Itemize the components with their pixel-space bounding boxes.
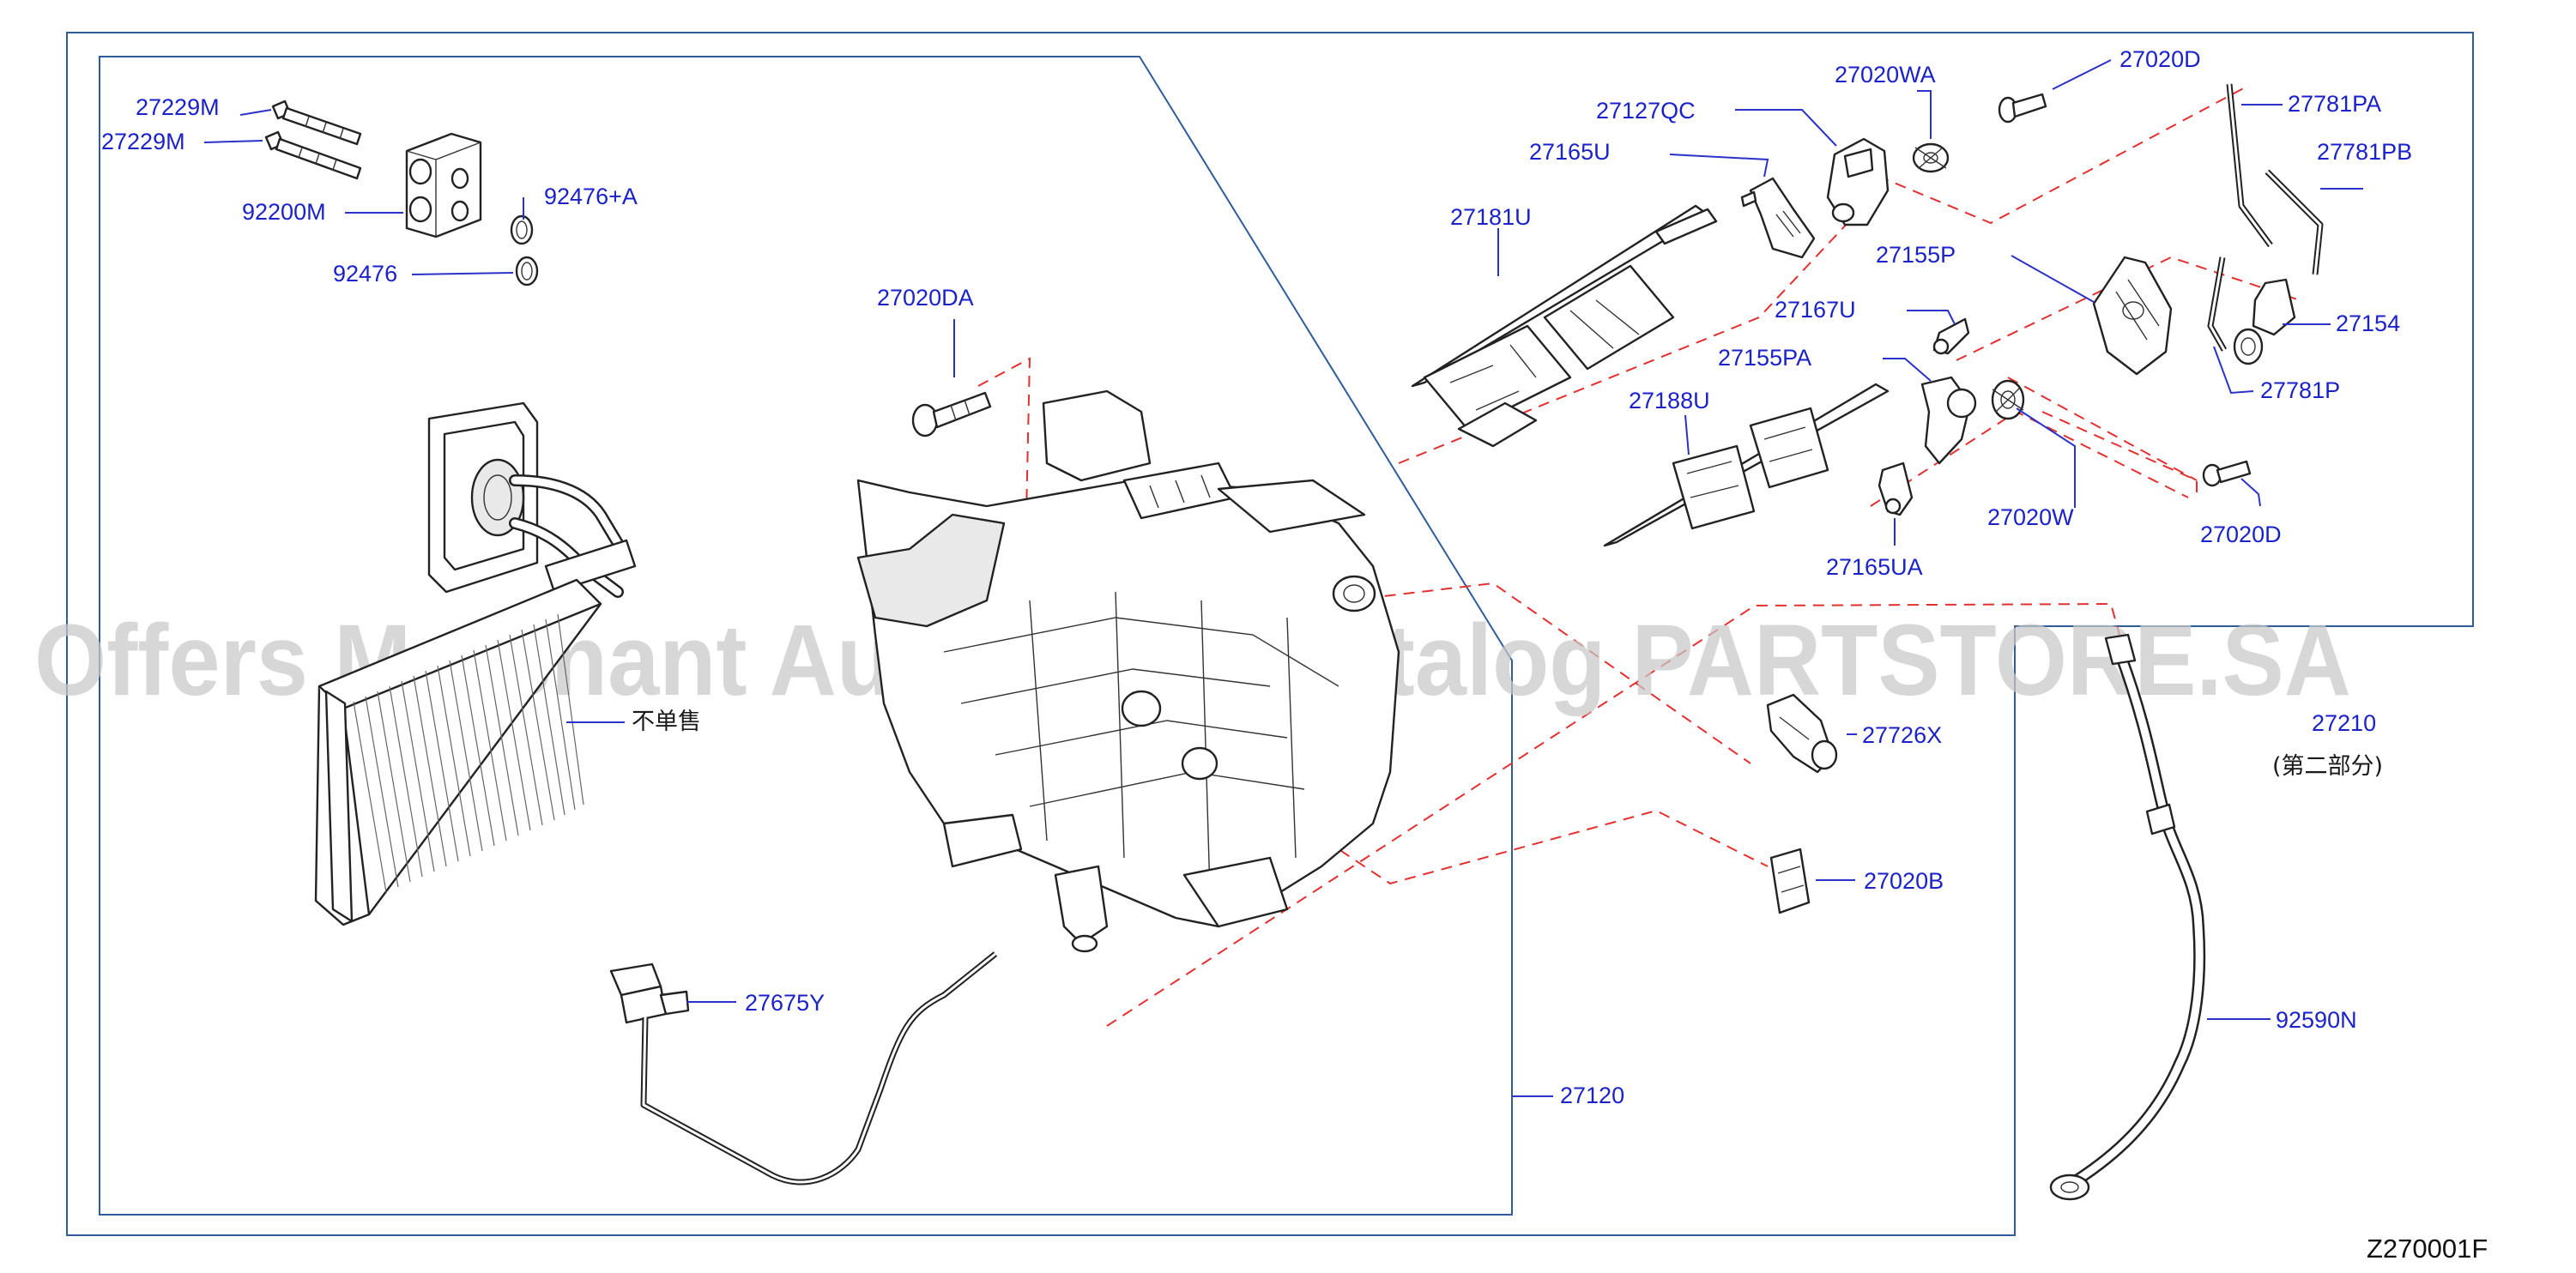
bolt-27229M-upper	[271, 100, 362, 146]
label-27165U: 27165U	[1529, 139, 1611, 165]
label-27020DA: 27020DA	[877, 285, 974, 311]
expansion-valve-92200M	[405, 132, 482, 238]
link-27165U	[1740, 177, 1816, 259]
sensor-27726X	[1766, 693, 1838, 774]
label-27675Y: 27675Y	[745, 990, 825, 1016]
label-27181U: 27181U	[1450, 204, 1532, 230]
label-27210: 27210	[2312, 710, 2376, 736]
rod-27781PA	[2226, 83, 2273, 248]
outer-frame	[66, 32, 2474, 1236]
label-27020D-bottom: 27020D	[2200, 522, 2282, 547]
assembly-frames	[66, 32, 2474, 1236]
label-27154: 27154	[2336, 311, 2400, 336]
label-27155PA: 27155PA	[1718, 345, 1811, 371]
gear-27020W	[1991, 379, 2025, 420]
drain-hose-92590N	[2049, 633, 2206, 1201]
label-27210-note: (第二部分)	[2272, 753, 2383, 780]
inner-frame-27120	[99, 56, 1513, 1216]
clip-27020B	[1769, 848, 1811, 914]
mode-door-27188U	[1603, 383, 1890, 547]
label-27781PB: 27781PB	[2317, 139, 2412, 165]
label-27726X: 27726X	[1862, 722, 1942, 748]
mode-door-27181U	[1411, 204, 1718, 448]
screw-27020DA	[911, 391, 992, 437]
lever-27154	[2233, 278, 2296, 365]
label-27020B: 27020B	[1864, 868, 1944, 894]
label-not-sold-separately: 不单售	[632, 709, 701, 735]
actuator-27127QC	[1826, 137, 1890, 226]
bolt-27229M-lower	[264, 130, 362, 180]
screw-27020D-top	[1998, 93, 2047, 124]
link-27167U	[1932, 317, 1970, 355]
label-27020WA: 27020WA	[1835, 62, 1936, 87]
evaporator-core	[314, 401, 637, 926]
label-27020W: 27020W	[1987, 504, 2074, 530]
label-92200M: 92200M	[242, 199, 326, 225]
label-27188U: 27188U	[1629, 388, 1710, 413]
part-labels: 27229M 27229M 92200M 92476+A 92476 27020…	[101, 46, 2412, 1108]
label-27165UA: 27165UA	[1826, 554, 1923, 580]
heater-unit-body	[856, 389, 1400, 953]
label-27229M-a: 27229M	[136, 94, 220, 120]
label-27120: 27120	[1560, 1083, 1624, 1108]
link-27165UA	[1878, 462, 1914, 516]
label-27020D-top: 27020D	[2119, 46, 2201, 72]
link-27155PA	[1920, 376, 1977, 465]
label-27155P: 27155P	[1876, 242, 1956, 268]
label-92590N: 92590N	[2276, 1007, 2357, 1033]
label-27229M-b: 27229M	[101, 129, 185, 154]
gear-27020WA	[1912, 142, 1950, 173]
diagram-code: Z270001F	[2367, 1234, 2488, 1264]
label-92476A: 92476+A	[544, 184, 638, 209]
rod-27781PB	[2265, 169, 2324, 275]
leader-lines	[203, 59, 2363, 1097]
label-27781P: 27781P	[2260, 377, 2340, 403]
screw-27020D-bottom	[2202, 460, 2252, 487]
label-27167U: 27167U	[1775, 297, 1856, 323]
harness-27675Y	[609, 951, 998, 1186]
o-ring-92476	[515, 256, 539, 287]
o-ring-92476A	[510, 214, 534, 245]
label-27781PA: 27781PA	[2288, 91, 2381, 117]
cam-plate-27155P	[2092, 256, 2173, 376]
label-92476: 92476	[333, 261, 397, 287]
rod-27781P	[2207, 256, 2228, 352]
label-27127QC: 27127QC	[1596, 98, 1696, 124]
